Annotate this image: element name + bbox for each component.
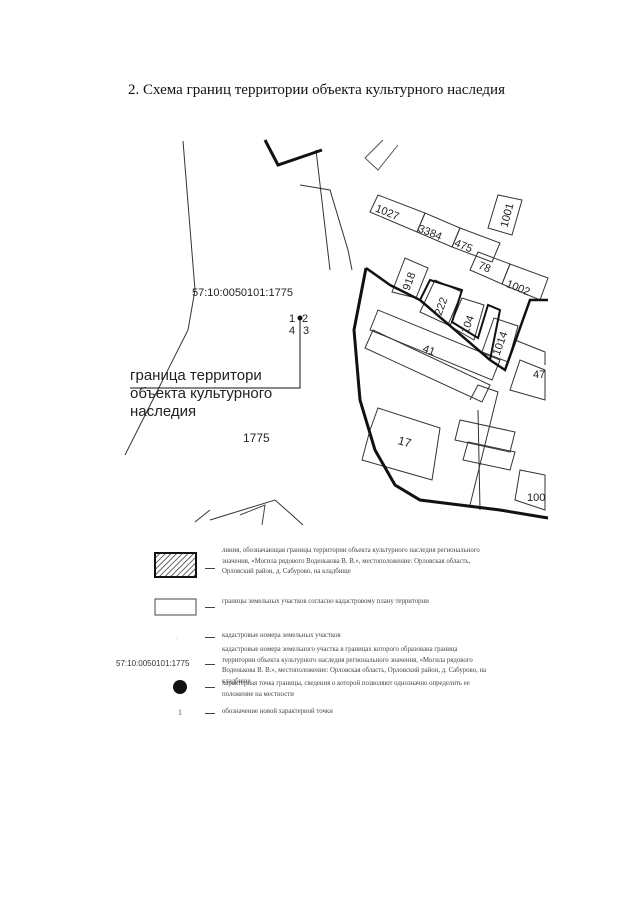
legend-row-cadastral: кадастровые номера земельных участков [222,632,341,639]
legend-dash [205,687,215,688]
parcel-number: 918 [401,271,419,292]
parcel-outline [509,359,546,401]
parcel-outline [487,194,523,236]
parcel-outline [454,419,516,453]
legend-row-base-parcel: кадастровые номера земельного участка в … [222,646,487,685]
parcel-outline [462,441,516,471]
road-line [124,140,196,456]
point-number: 2 [302,313,308,325]
page-heading: 2. Схема границ территории объекта культ… [128,82,505,98]
road-line [364,139,399,171]
parcel-number: 17 [396,433,413,450]
legend-row-new-point: обозначение новой характерной точки [222,708,333,715]
parcel-outline [514,469,546,511]
parcel-number: 1014 [491,330,511,357]
callout-line: наследия [130,403,196,420]
callout-line: объекта культурного [130,385,272,402]
heritage-boundary [419,278,502,361]
parcel-number: 475 [453,237,475,255]
parcel-outline [369,309,501,381]
parcel-number: 1002 [504,278,531,298]
parcel-number: 1775 [243,431,270,445]
legend-hatched-symbol [154,552,197,578]
callout-line: граница территори [130,367,262,384]
legend-point-symbol [173,680,187,694]
parcel-outline [481,317,519,363]
road-line [315,149,331,271]
parcel-outline [209,499,304,526]
legend-dash [205,637,215,638]
legend-cadastral-sample: 57:10:0050101:1775 [116,659,190,668]
legend-dash [205,713,215,714]
parcel-number: 47 [533,369,545,381]
parcel-outline [391,257,429,299]
legend-new-point-sample: 1 [178,708,182,717]
legend-symbol: · [175,635,177,642]
legend-dash [205,664,215,665]
characteristic-point [297,315,303,321]
parcel-number: 104 [460,314,478,335]
point-number: 1 [289,313,295,325]
parcel-number: 41 [421,343,437,358]
road-line [469,384,499,506]
point-number: 4 [289,325,295,337]
callout-leader [130,318,301,389]
parcel-outline [361,407,441,481]
road-line [477,409,481,511]
parcel-outline [194,509,211,523]
parcel-number: 100 [527,492,545,504]
parcel-number: 3384 [416,223,443,243]
legend-row-point: характерная точка границы, сведения о ко… [222,680,470,698]
legend-dash [205,607,215,608]
parcel-outline [501,263,549,301]
parcel-outline [239,504,266,526]
parcel-outline [364,329,491,403]
parcel-number: 1001 [499,202,517,229]
parcel-outline [451,227,501,263]
legend-dash [205,568,215,569]
road-line [263,139,323,167]
parcel-number: 78 [476,260,492,276]
heritage-boundary [352,267,549,520]
parcel-outline [449,297,485,341]
parcel-outline [514,339,546,365]
point-number: 3 [303,325,309,337]
legend-row-boundary: линия, обозначающая границы территории о… [222,547,480,575]
parcel-number: 1027 [373,203,400,223]
cadastral-label: 57:10:0050101:1775 [192,287,293,299]
road-line [299,184,353,271]
parcel-number: 222 [433,296,451,317]
legend-row-parcels: границы земельных участков согласно када… [222,598,429,605]
legend-parcel-symbol [154,598,197,616]
